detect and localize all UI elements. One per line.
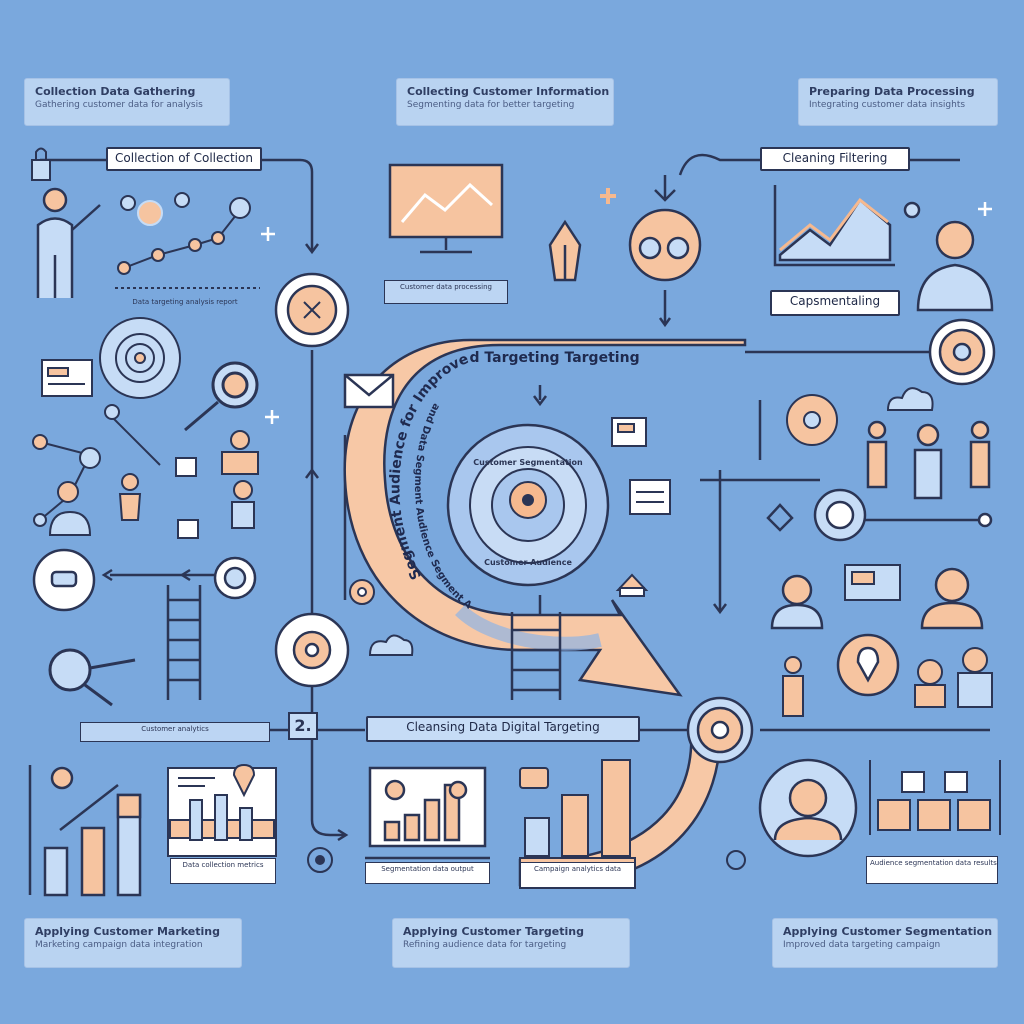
info-box-bottom-left: Applying Customer Marketing Marketing ca… xyxy=(24,918,242,968)
info-box-subtitle: Integrating customer data insights xyxy=(809,100,966,110)
arrow-heads xyxy=(101,175,727,842)
person-icon xyxy=(866,420,991,500)
person-icon xyxy=(36,187,101,298)
profile-card-icon xyxy=(916,220,994,312)
info-box-title: Applying Customer Targeting xyxy=(403,925,584,938)
pen-nib-icon xyxy=(548,219,582,282)
label-segmenting: Capsmentaling xyxy=(770,290,900,316)
info-box-subtitle: Improved data targeting campaign xyxy=(783,940,941,950)
profile-card-icon xyxy=(844,564,901,601)
avatar xyxy=(758,758,858,858)
location-pin-icon xyxy=(836,633,900,697)
info-box-subtitle: Marketing campaign data integration xyxy=(35,940,203,950)
target-bottom-label: Customer Audience xyxy=(484,558,572,567)
target-top-label: Customer Segmentation xyxy=(473,458,583,467)
caption-left-label: Customer analytics xyxy=(80,722,270,742)
info-box-bottom-center: Applying Customer Targeting Refining aud… xyxy=(392,918,630,968)
plus-icon xyxy=(261,202,992,424)
gear-icon xyxy=(786,394,838,446)
location-pin-icon xyxy=(686,696,754,764)
bar-chart-icon xyxy=(167,767,277,857)
cloud-icon xyxy=(886,387,934,411)
ladder-icon xyxy=(166,585,202,700)
caption-left-chart: Data collection metrics xyxy=(170,858,276,884)
caption-right: Audience segmentation data results xyxy=(866,856,998,884)
target-icon xyxy=(446,423,610,587)
envelope-icon xyxy=(343,373,395,409)
info-box-top-left: Collection Data Gathering Gathering cust… xyxy=(24,78,230,126)
monitor-chart-icon xyxy=(388,163,504,254)
profile-card-icon xyxy=(41,359,93,397)
label-data-filtering: Cleaning Filtering xyxy=(760,147,910,171)
target-icon xyxy=(628,208,702,282)
connector-lines xyxy=(40,153,990,837)
info-box-bottom-right: Applying Customer Segmentation Improved … xyxy=(772,918,998,968)
line-chart-icon xyxy=(773,185,921,267)
caption-funnel: Customer data processing xyxy=(384,280,508,304)
network-icon xyxy=(32,404,199,539)
bar-chart-icon xyxy=(365,766,490,860)
profile-card-icon xyxy=(611,417,671,597)
caption-bars: Campaign analytics data xyxy=(520,862,635,888)
info-box-title: Collecting Customer Information xyxy=(407,85,610,98)
caption-monitor: Segmentation data output xyxy=(365,862,490,884)
info-box-title: Preparing Data Processing xyxy=(809,85,975,98)
bar-chart-icon xyxy=(869,760,1001,835)
info-box-title: Applying Customer Marketing xyxy=(35,925,220,938)
gear-icon xyxy=(274,272,350,348)
step-number: 2. xyxy=(288,712,318,740)
chat-icon xyxy=(32,548,257,612)
person-icon xyxy=(770,567,984,630)
target-icon xyxy=(99,317,181,399)
network-icon xyxy=(115,192,260,289)
info-box-subtitle: Gathering customer data for analysis xyxy=(35,100,203,110)
person-icon xyxy=(48,430,259,536)
gear-icon xyxy=(307,579,746,873)
plus-icon xyxy=(600,188,616,204)
magnifier-icon xyxy=(48,648,136,707)
caption-middle-bars: Data targeting analysis report xyxy=(132,298,238,306)
info-box-top-right: Preparing Data Processing Integrating cu… xyxy=(798,78,998,126)
person-icon xyxy=(782,647,993,717)
label-data-collection: Collection of Collection xyxy=(106,147,262,171)
info-box-subtitle: Refining audience data for targeting xyxy=(403,940,567,950)
lock-icon xyxy=(31,147,51,181)
info-box-title: Collection Data Gathering xyxy=(35,85,196,98)
magnifier-icon xyxy=(184,361,259,432)
info-box-subtitle: Segmenting data for better targeting xyxy=(407,100,575,110)
info-box-top-center: Collecting Customer Information Segmenti… xyxy=(396,78,614,126)
info-box-title: Applying Customer Segmentation xyxy=(783,925,993,938)
cloud-icon xyxy=(368,634,414,656)
label-cleaning-targeting: Cleansing Data Digital Targeting xyxy=(366,716,640,742)
gear-icon xyxy=(928,318,996,386)
location-pin-icon xyxy=(232,763,256,798)
bar-chart-icon xyxy=(28,765,142,897)
target-icon xyxy=(766,488,993,542)
ladder-icon xyxy=(510,612,562,700)
gear-icon xyxy=(274,612,350,688)
